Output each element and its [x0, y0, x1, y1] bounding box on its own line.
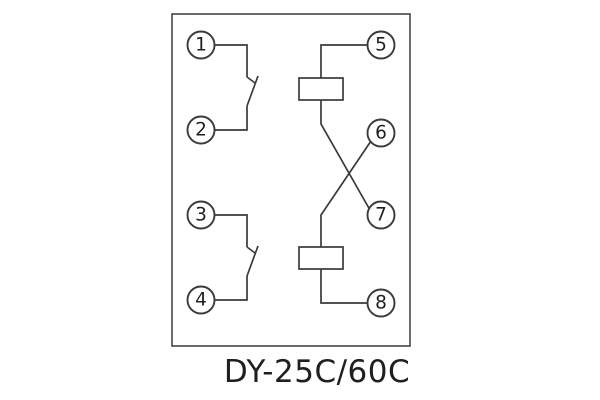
terminal-4-circle: [186, 285, 216, 315]
terminal-3-label: 3: [195, 205, 207, 226]
contact-switch-1: [214, 44, 259, 131]
contact2-moving-lead: [214, 276, 248, 301]
terminal-5-label: 5: [375, 35, 387, 56]
terminal-2-circle: [186, 115, 216, 145]
terminal-7-label: 7: [375, 205, 387, 226]
terminal-2-label: 2: [195, 120, 207, 141]
terminal-1-label: 1: [195, 35, 207, 56]
contact1-moving-lead: [214, 106, 248, 131]
terminal-1-circle: [186, 30, 216, 60]
wire-terminal5-to-coil1: [320, 44, 368, 78]
terminal-circles: [186, 30, 396, 318]
contact1-fixed-tick: [246, 76, 256, 84]
terminal-8-label: 8: [375, 293, 387, 314]
schematic-linework: [171, 13, 411, 347]
coil-2: [298, 246, 344, 270]
wire-coil2-to-terminal8: [320, 269, 368, 304]
wire-coil1-to-terminal7: [320, 100, 371, 211]
terminal-7-circle: [366, 200, 396, 230]
coil-circuit: [298, 44, 372, 304]
contact2-blade: [246, 245, 259, 277]
wire-terminal6-to-coil2: [320, 140, 372, 247]
terminal-6-label: 6: [375, 123, 387, 144]
terminal-5-circle: [366, 30, 396, 60]
terminal-4-label: 4: [195, 290, 207, 311]
contact2-fixed-tick: [246, 246, 256, 254]
terminal-labels: 1 2 3 4 5 6 7 8: [195, 35, 387, 314]
terminal-8-circle: [366, 288, 396, 318]
contact2-fixed-lead: [214, 214, 248, 247]
coil-1: [298, 77, 344, 101]
terminal-6-circle: [366, 118, 396, 148]
contact1-blade: [246, 75, 259, 107]
diagram-title: DY-25C/60C: [224, 354, 410, 390]
terminal-3-circle: [186, 200, 216, 230]
contact1-fixed-lead: [214, 44, 248, 77]
contact-switch-2: [214, 214, 259, 301]
enclosure-border: [171, 13, 411, 347]
